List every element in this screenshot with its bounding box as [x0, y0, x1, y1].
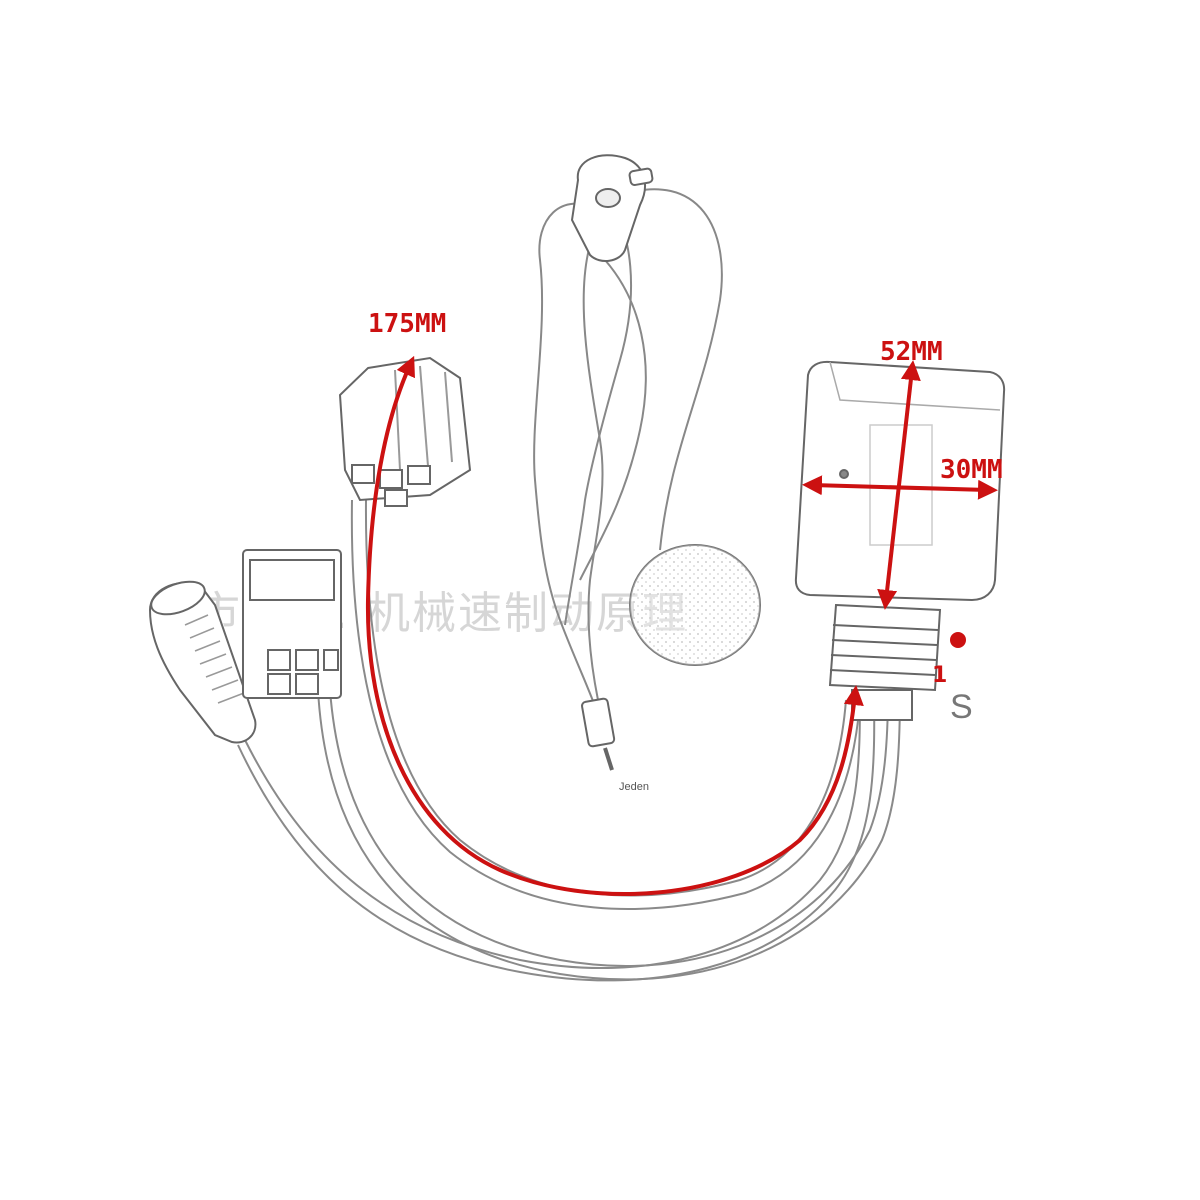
pin-marker-dot: [950, 632, 966, 648]
audio-jack: [148, 580, 257, 744]
module-length-label: 52MM: [880, 337, 943, 367]
module-width-arrow: [802, 475, 998, 500]
caption-label: Jeden: [619, 781, 649, 793]
microphone-head: [629, 544, 761, 666]
module-width-label: 30MM: [940, 455, 1003, 485]
square-connector: [242, 549, 342, 699]
microphone-clip: [570, 154, 654, 262]
watermark-text: 圳市日 … 机械速制动原理: [150, 588, 688, 639]
cable-length-label: 175MM: [368, 309, 446, 339]
mic-plug: [581, 697, 616, 771]
pin-one-label: 1: [932, 663, 947, 688]
corner-letter: S: [950, 688, 973, 726]
cable-length-arrow: [365, 355, 864, 896]
